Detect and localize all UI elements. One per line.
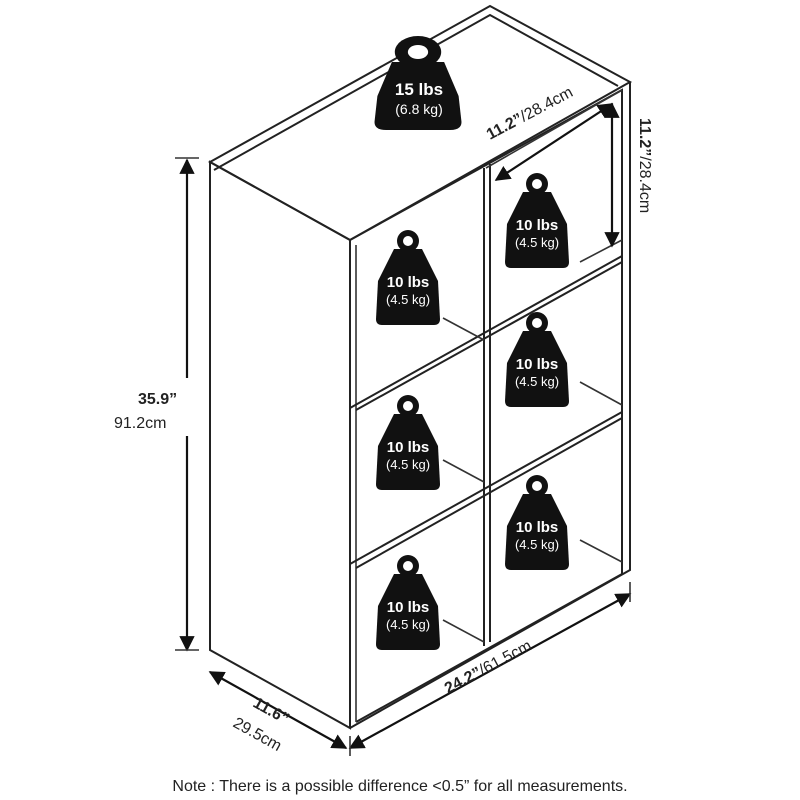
weight-cube-1-kg: (4.5 kg) <box>515 235 559 250</box>
weight-top-lbs: 15 lbs <box>395 80 443 99</box>
depth-in: 11.6” <box>250 695 292 728</box>
height-dimension <box>112 157 199 652</box>
weight-cube-2-kg: (4.5 kg) <box>386 292 430 307</box>
weight-cube-5-kg: (4.5 kg) <box>515 537 559 552</box>
cube-height-label: 11.2”/28.4cm <box>636 118 653 213</box>
weight-cube-6-kg: (4.5 kg) <box>386 617 430 632</box>
weight-cube-3-lbs: 10 lbs <box>516 356 559 373</box>
weight-cube-4-kg: (4.5 kg) <box>386 457 430 472</box>
measurement-note: Note : There is a possible difference <0… <box>172 778 628 795</box>
weight-cube-3-kg: (4.5 kg) <box>515 374 559 389</box>
width-dimension <box>348 582 632 756</box>
cube-width-dimension <box>494 103 614 181</box>
weight-cube-5-lbs: 10 lbs <box>516 519 559 536</box>
weight-cube-6-lbs: 10 lbs <box>387 599 430 616</box>
weight-top-icon <box>374 36 462 130</box>
weight-cube-4-lbs: 10 lbs <box>387 439 430 456</box>
height-in: 35.9” <box>138 391 177 408</box>
cube-width-label: 11.2”/28.4cm <box>484 84 576 144</box>
depth-dimension <box>208 671 348 749</box>
weight-top-kg: (6.8 kg) <box>395 101 442 117</box>
height-cm: 91.2cm <box>114 415 166 432</box>
weight-cube-2-lbs: 10 lbs <box>387 274 430 291</box>
weight-cube-1-lbs: 10 lbs <box>516 217 559 234</box>
